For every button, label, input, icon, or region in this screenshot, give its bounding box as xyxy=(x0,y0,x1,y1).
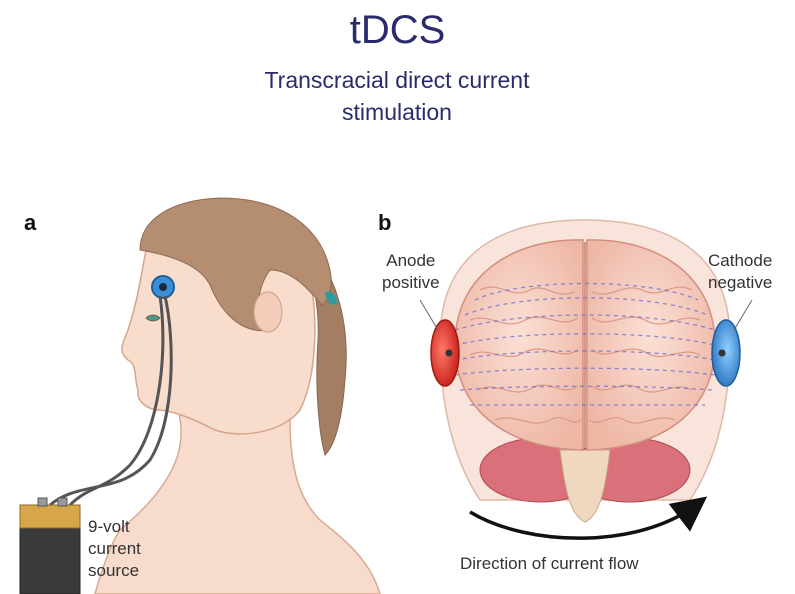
cathode-label: Cathode negative xyxy=(708,250,772,294)
anode-pointer xyxy=(420,300,438,330)
battery-label: 9-volt current source xyxy=(88,516,141,582)
battery-label-line-2: current xyxy=(88,538,141,560)
brainstem xyxy=(560,450,610,522)
panel-b-letter: b xyxy=(378,210,391,236)
anode-label: Anode positive xyxy=(382,250,440,294)
ear xyxy=(254,292,282,332)
flow-label: Direction of current flow xyxy=(460,553,639,575)
panel-b-figure xyxy=(420,220,752,538)
cathode-label-line-2: negative xyxy=(708,272,772,294)
anode-label-line-2: positive xyxy=(382,272,440,294)
battery-label-line-3: source xyxy=(88,560,141,582)
panel-a-figure xyxy=(20,198,380,594)
anode-electrode xyxy=(431,320,459,386)
eye xyxy=(146,315,160,321)
battery-top xyxy=(20,505,80,528)
panel-a-letter: a xyxy=(24,210,36,236)
battery-body xyxy=(20,520,80,594)
cathode-label-line-1: Cathode xyxy=(708,250,772,272)
cathode-pointer xyxy=(734,300,752,330)
anode-label-line-1: Anode xyxy=(382,250,440,272)
cathode-electrode xyxy=(712,320,740,386)
battery-label-line-1: 9-volt xyxy=(88,516,141,538)
